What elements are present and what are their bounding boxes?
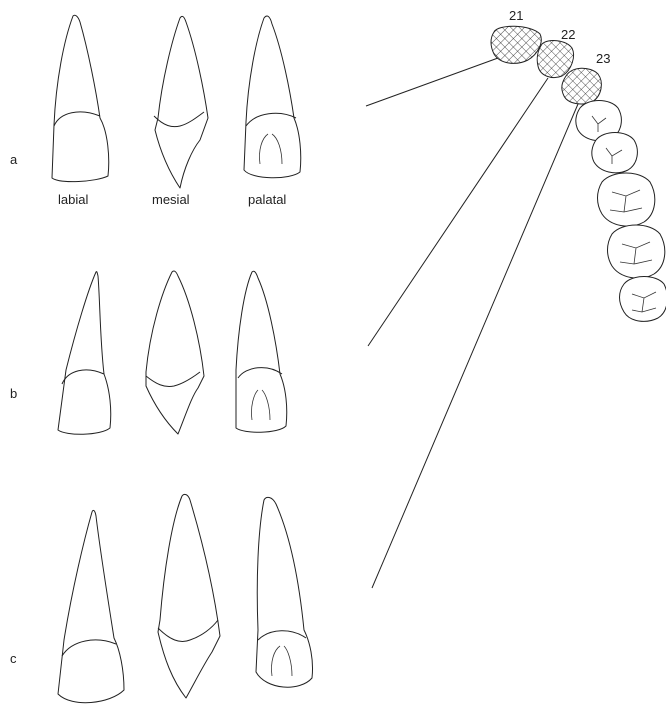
dental-arch: 21 22 23 (366, 8, 666, 588)
tooth-c-mesial (158, 494, 220, 698)
tooth-c-labial (58, 510, 124, 702)
view-label-mesial: mesial (152, 192, 190, 207)
tooth-a-palatal (244, 16, 301, 178)
tooth-a-mesial (154, 16, 208, 188)
arch-tooth-21 (491, 26, 541, 63)
arch-tooth-28 (620, 277, 666, 322)
arch-tooth-27 (608, 225, 665, 278)
row-label-a: a (10, 152, 18, 167)
arch-tooth-22 (537, 41, 573, 78)
arch-tooth-25 (592, 133, 638, 173)
tooth-a-labial (52, 15, 109, 181)
row-label-c: c (10, 651, 17, 666)
tooth-number-21: 21 (509, 8, 523, 23)
row-label-b: b (10, 386, 17, 401)
tooth-number-23: 23 (596, 51, 610, 66)
tooth-number-22: 22 (561, 27, 575, 42)
view-label-palatal: palatal (248, 192, 286, 207)
arch-tooth-23 (562, 68, 602, 104)
leader-line-21 (366, 58, 498, 106)
arch-tooth-26 (598, 173, 655, 226)
tooth-c-palatal (256, 497, 313, 687)
leader-line-23 (372, 104, 578, 588)
tooth-b-palatal (236, 271, 287, 432)
leader-line-22 (368, 78, 548, 346)
view-label-labial: labial (58, 192, 88, 207)
tooth-b-labial (58, 272, 111, 435)
tooth-b-mesial (146, 271, 204, 434)
